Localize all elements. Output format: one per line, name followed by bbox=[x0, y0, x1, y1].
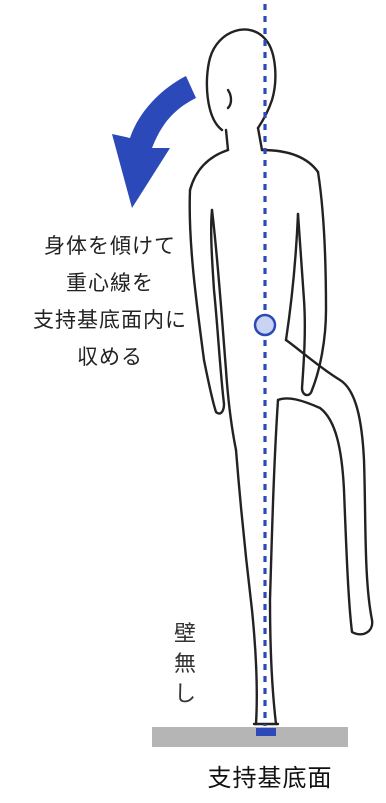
caption-line: 支持基底面内に bbox=[33, 308, 187, 332]
wall-label: 壁 無 し bbox=[170, 620, 200, 710]
caption-line: 身体を傾けて bbox=[44, 234, 176, 258]
lifted-leg bbox=[276, 338, 374, 636]
torso-left bbox=[210, 208, 238, 452]
caption-line: 重心線を bbox=[66, 271, 154, 295]
center-of-gravity-icon bbox=[253, 313, 277, 337]
head bbox=[205, 28, 277, 132]
left-arm bbox=[188, 188, 226, 415]
floor-bar bbox=[152, 727, 348, 747]
caption: 身体を傾けて 重心線を 支持基底面内に 収める bbox=[10, 228, 210, 376]
support-base-marker bbox=[256, 728, 276, 736]
body-outline bbox=[188, 28, 374, 726]
ear bbox=[226, 88, 233, 110]
base-label: 支持基底面 bbox=[207, 764, 333, 792]
shoulders bbox=[188, 148, 320, 192]
wall-label-char: 無 bbox=[173, 652, 196, 677]
neck bbox=[224, 126, 264, 152]
wall-label-char: 壁 bbox=[173, 622, 196, 647]
caption-line: 収める bbox=[77, 345, 143, 369]
standing-leg bbox=[234, 398, 280, 726]
right-arm bbox=[296, 170, 328, 397]
torso-right bbox=[284, 212, 300, 342]
wall-label-char: し bbox=[173, 682, 196, 707]
curved-arrow-icon bbox=[112, 76, 196, 208]
